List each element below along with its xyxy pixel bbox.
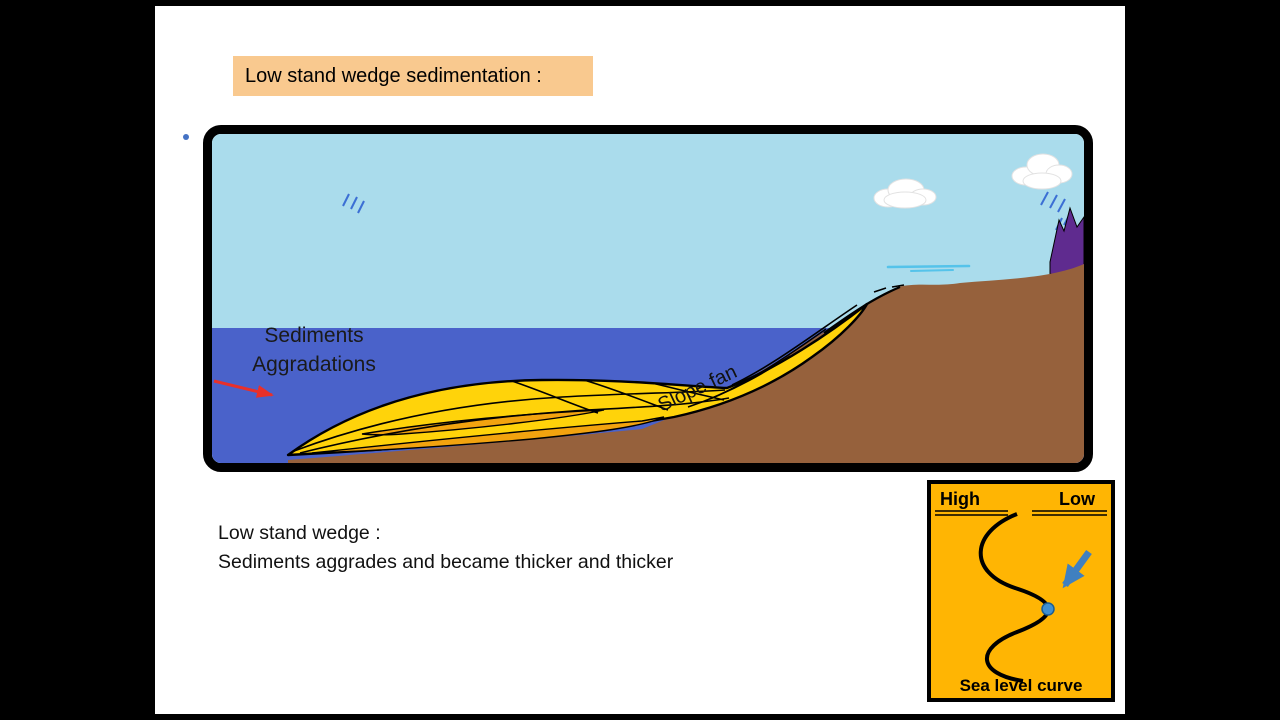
title-box: Low stand wedge sedimentation : (233, 56, 593, 96)
sea-level-curve-canvas (935, 510, 1107, 683)
slide-title: Low stand wedge sedimentation : (245, 64, 542, 87)
current-level-dot (1041, 602, 1055, 616)
coast-water (886, 264, 971, 272)
beach-marks (873, 284, 905, 293)
label-sediments-line2: Aggradations (252, 353, 376, 376)
falling-arrow-icon (1062, 549, 1092, 589)
slide: Low stand wedge sedimentation : (155, 6, 1125, 714)
diagram-frame: Sediments Aggradations Slope fan (203, 125, 1093, 472)
sea-level-inset: High Low Sea level curve (927, 480, 1115, 702)
wedge-layer-lines (293, 304, 858, 454)
aggradation-arrow-icon (213, 379, 274, 398)
bullet-dot (183, 134, 189, 140)
caption-line2: Sediments aggrades and became thicker an… (218, 551, 674, 573)
cloud-right-icon (1011, 153, 1073, 190)
inset-label-low: Low (1059, 489, 1095, 509)
inset-label-high: High (940, 489, 980, 509)
label-sediments-line1: Sediments (264, 324, 363, 347)
diagram-canvas: Sediments Aggradations Slope fan (212, 134, 1084, 463)
sea-level-curve (978, 512, 1051, 683)
rain-left-icon (342, 193, 365, 214)
caption-line1: Low stand wedge : (218, 522, 381, 544)
land (288, 264, 1084, 463)
datum-lines (935, 510, 1107, 516)
inset-caption: Sea level curve (959, 676, 1083, 695)
caption: Low stand wedge : Sediments aggrades and… (218, 519, 673, 577)
cloud-left-icon (873, 178, 937, 209)
